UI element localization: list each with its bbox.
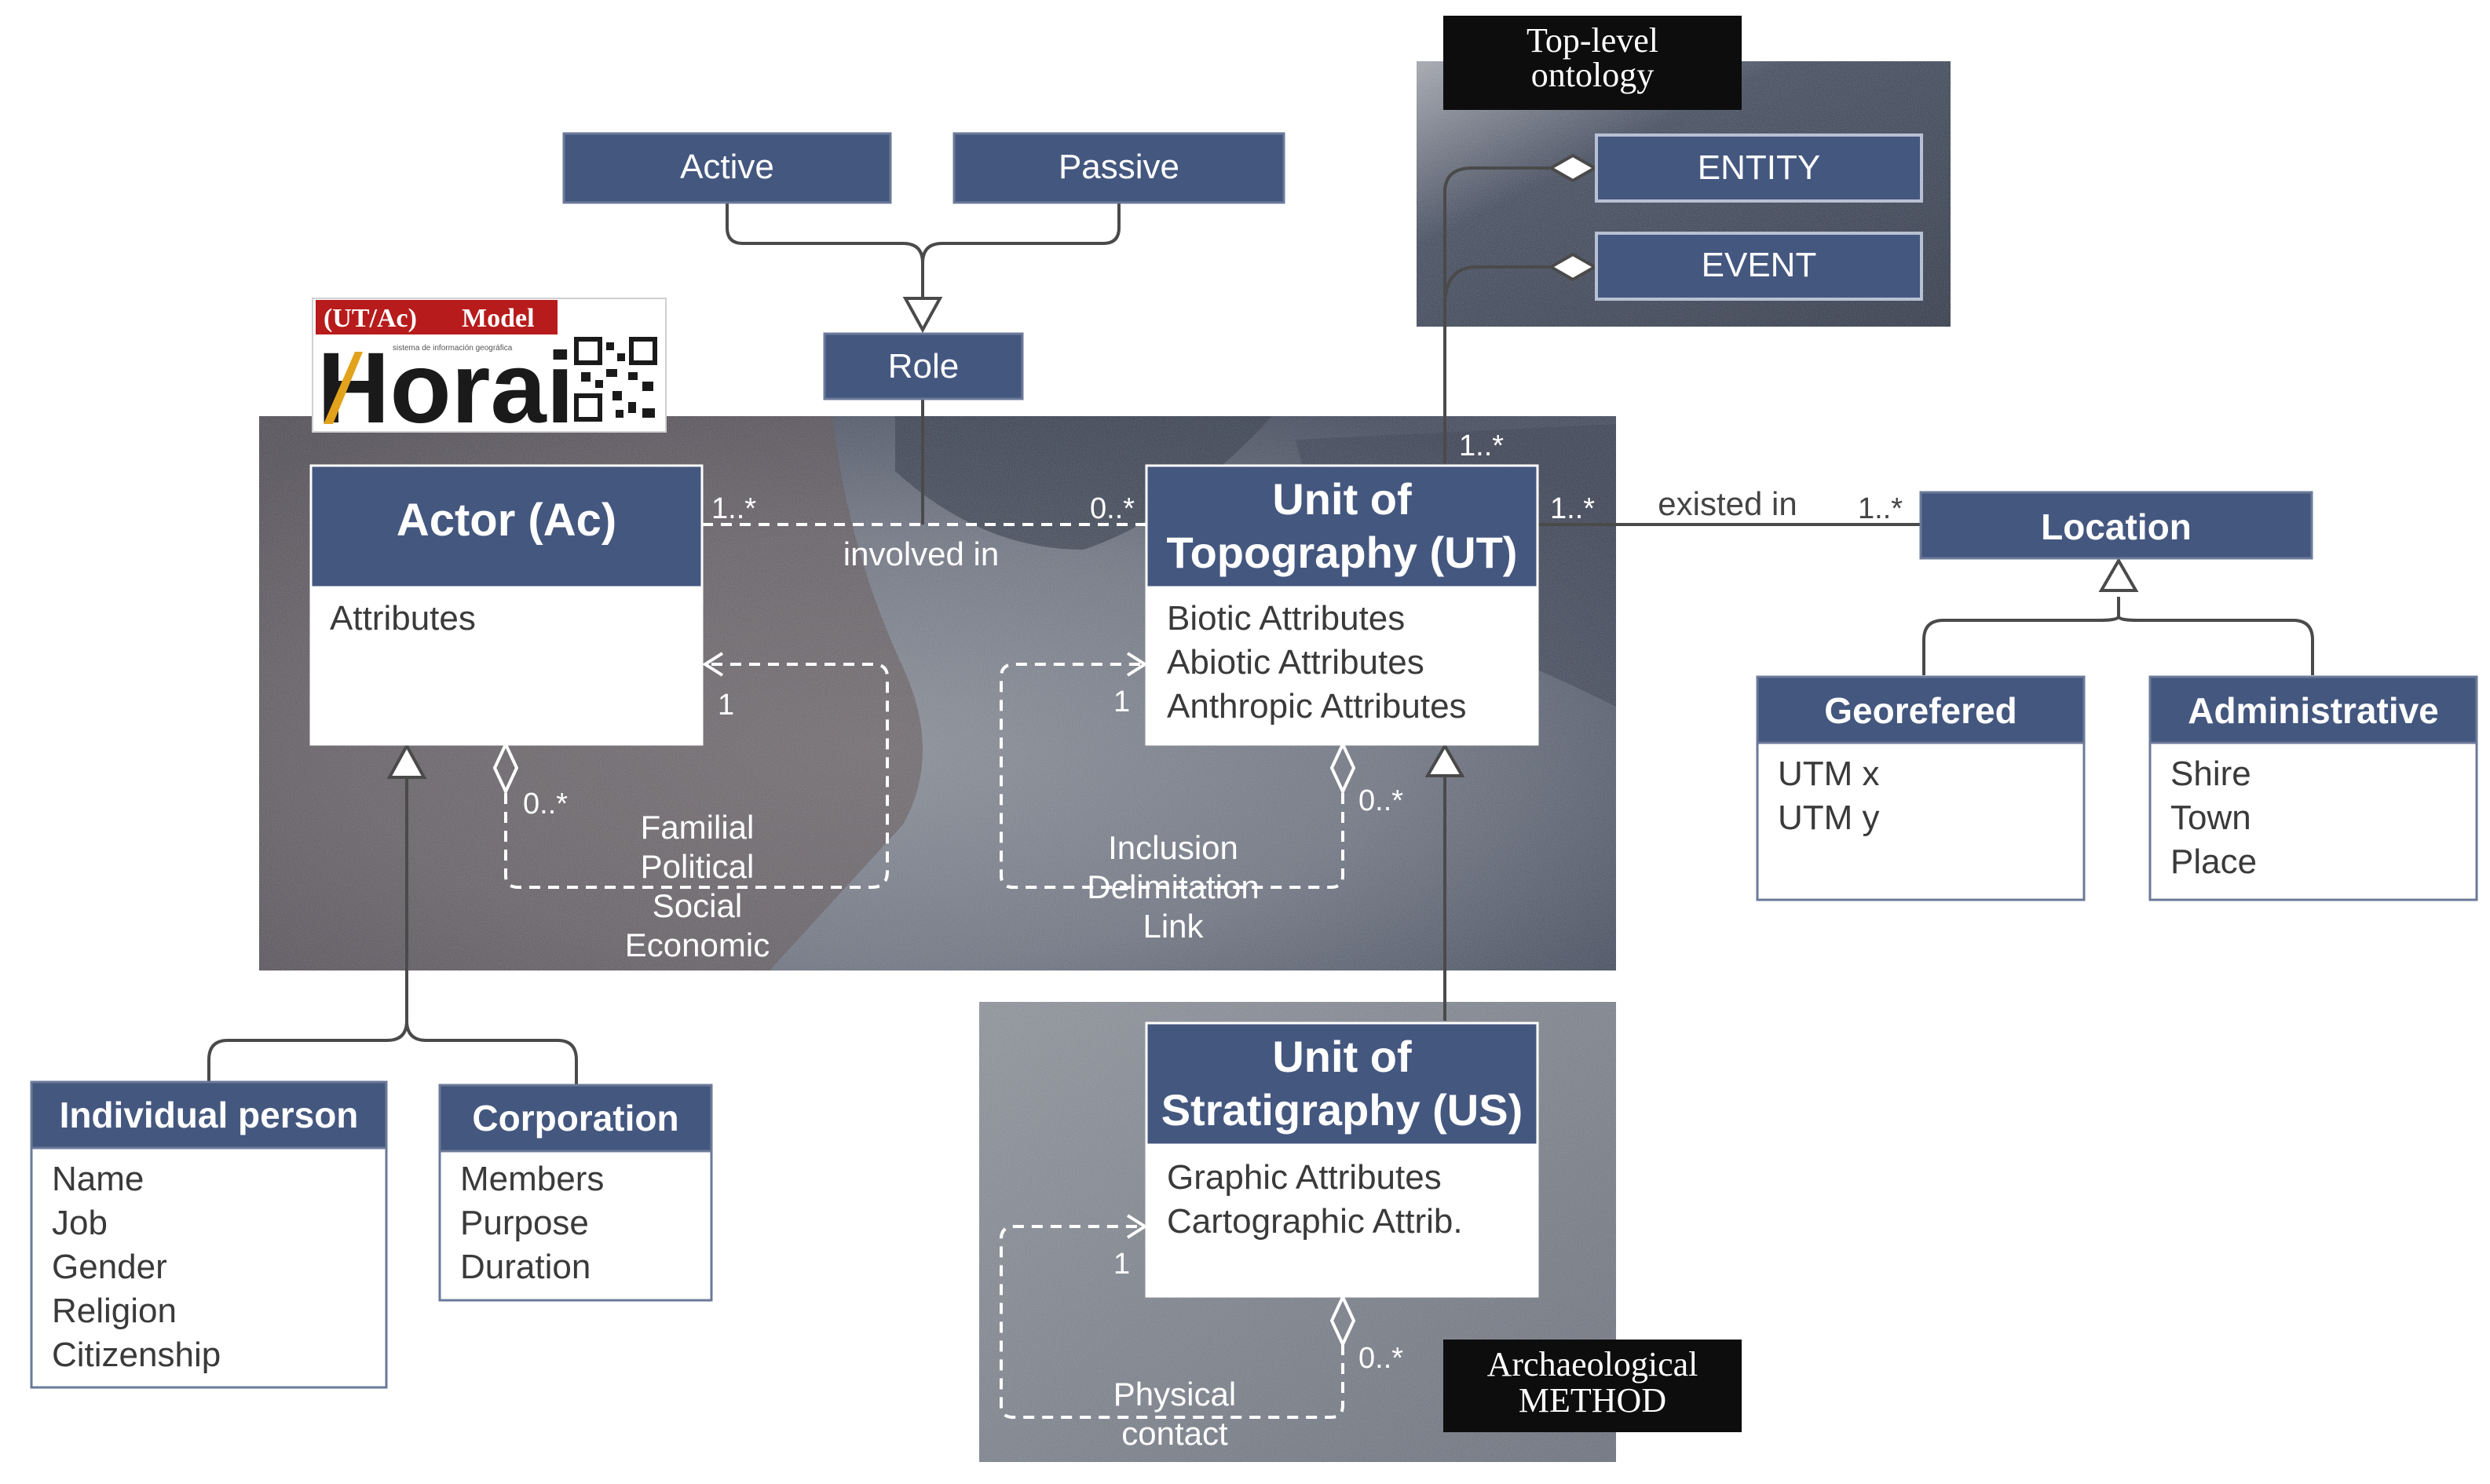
label-actor-relation: Familial — [641, 809, 755, 846]
class-role[interactable]: Role — [823, 332, 1024, 400]
label-us-relation: contact — [1121, 1415, 1228, 1452]
class-georefered-title: Georefered — [1824, 690, 2016, 731]
class-individual-attribute: Citizenship — [52, 1336, 221, 1374]
label-ut-relation: Inclusion — [1108, 829, 1238, 866]
class-individual-attribute: Religion — [52, 1292, 177, 1330]
class-corporation-attribute: Members — [460, 1160, 604, 1198]
class-georefered[interactable]: Georefered UTM x UTM y — [1756, 675, 2086, 901]
top-level-caption-line1: Top-level — [1527, 21, 1658, 60]
top-level-ontology-caption: Top-level ontology — [1443, 16, 1742, 110]
dashed-connectors — [504, 523, 1344, 1419]
generalization-triangles — [386, 297, 2139, 779]
mult-ut-involved: 0..* — [1090, 492, 1135, 525]
aggregation-diamonds-light — [492, 740, 1356, 1348]
class-unit-of-topography[interactable]: Unit of Topography (UT) Biotic Attribute… — [1145, 464, 1539, 746]
label-ut-relation: Link — [1143, 908, 1204, 945]
class-georefered-attribute: UTM y — [1778, 799, 1880, 837]
class-us-attribute: Cartographic Attrib. — [1167, 1202, 1463, 1241]
class-individual-attribute: Name — [52, 1160, 144, 1198]
logo-badge-left: (UT/Ac) — [324, 304, 417, 333]
class-corporation-title: Corporation — [472, 1098, 678, 1139]
label-us-relation: Physical — [1113, 1376, 1236, 1413]
class-georefered-attribute: UTM x — [1778, 755, 1880, 793]
class-corporation[interactable]: Corporation Members Purpose Duration — [438, 1084, 713, 1302]
method-caption-line2: METHOD — [1519, 1381, 1666, 1420]
class-us-title-line1: Unit of — [1272, 1032, 1412, 1081]
label-ut-relation: Delimitation — [1087, 868, 1259, 905]
class-individual-person[interactable]: Individual person Name Job Gender Religi… — [30, 1080, 388, 1389]
logo-badge-right: Model — [462, 304, 535, 333]
class-role-title: Role — [888, 347, 960, 386]
class-actor-title: Actor (Ac) — [397, 495, 616, 546]
horai-logo: (UT/Ac) Model Horai sistema de informaci… — [312, 298, 667, 444]
class-active[interactable]: Active — [562, 132, 892, 204]
class-administrative-attribute: Place — [2170, 843, 2257, 881]
mult-actor-involved: 1..* — [711, 492, 756, 525]
logo-name: Horai — [317, 332, 574, 444]
dashed-arrowheads — [702, 652, 1148, 1239]
mult-us-self-many: 0..* — [1358, 1342, 1403, 1375]
mult-actor-self-many: 0..* — [523, 788, 568, 821]
class-location-title: Location — [2041, 506, 2192, 547]
class-location[interactable]: Location — [1919, 491, 2313, 560]
qr-code-icon — [573, 336, 658, 422]
class-administrative-attribute: Shire — [2170, 755, 2251, 793]
class-passive-title: Passive — [1059, 148, 1179, 186]
class-corporation-attribute: Purpose — [460, 1204, 589, 1242]
mult-location-existed: 1..* — [1858, 492, 1903, 525]
mult-us-self-one: 1 — [1113, 1248, 1130, 1281]
label-actor-relation: Social — [653, 887, 742, 924]
class-passive[interactable]: Passive — [952, 132, 1285, 204]
label-existed-in: existed in — [1658, 485, 1797, 522]
archaeological-method-caption: Archaeological METHOD — [1443, 1340, 1742, 1432]
mult-ut-existed: 1..* — [1550, 492, 1595, 525]
class-active-title: Active — [680, 148, 774, 186]
mult-ut-top: 1..* — [1459, 429, 1504, 462]
class-actor-attribute: Attributes — [330, 599, 476, 638]
label-actor-relation: Political — [641, 848, 755, 885]
class-ut-attribute: Biotic Attributes — [1167, 599, 1405, 638]
class-ut-attribute: Abiotic Attributes — [1167, 643, 1424, 682]
class-us-title-line2: Stratigraphy (US) — [1161, 1085, 1523, 1135]
label-actor-relation: Economic — [625, 927, 770, 963]
class-ut-title-line2: Topography (UT) — [1167, 528, 1518, 577]
mult-ut-self-many: 0..* — [1358, 784, 1403, 817]
class-individual-attribute: Gender — [52, 1248, 167, 1286]
method-caption-line1: Archaeological — [1487, 1345, 1698, 1383]
class-ut-title-line1: Unit of — [1272, 474, 1412, 524]
class-entity-title: ENTITY — [1698, 148, 1820, 187]
class-us-attribute: Graphic Attributes — [1167, 1158, 1442, 1197]
top-level-caption-line2: ontology — [1531, 56, 1654, 94]
logo-tagline: sistema de información geográfica — [393, 344, 513, 353]
label-involved-in: involved in — [843, 535, 999, 572]
class-administrative-title: Administrative — [2188, 690, 2439, 731]
class-administrative-attribute: Town — [2170, 799, 2251, 837]
class-individual-attribute: Job — [52, 1204, 108, 1242]
solid-connectors — [207, 166, 2314, 1085]
class-administrative[interactable]: Administrative Shire Town Place — [2148, 675, 2478, 901]
mult-ut-self-one: 1 — [1113, 685, 1130, 718]
class-individual-title: Individual person — [60, 1095, 359, 1135]
class-corporation-attribute: Duration — [460, 1248, 591, 1286]
logo-accent-icon — [324, 352, 363, 424]
class-actor[interactable]: Actor (Ac) Attributes — [309, 464, 704, 746]
mult-actor-self-one: 1 — [718, 689, 734, 722]
class-unit-of-stratigraphy[interactable]: Unit of Stratigraphy (US) Graphic Attrib… — [1145, 1022, 1539, 1298]
class-entity[interactable]: ENTITY — [1595, 133, 1923, 203]
class-ut-attribute: Anthropic Attributes — [1167, 687, 1467, 726]
class-event[interactable]: EVENT — [1595, 232, 1923, 301]
class-event-title: EVENT — [1702, 246, 1817, 284]
